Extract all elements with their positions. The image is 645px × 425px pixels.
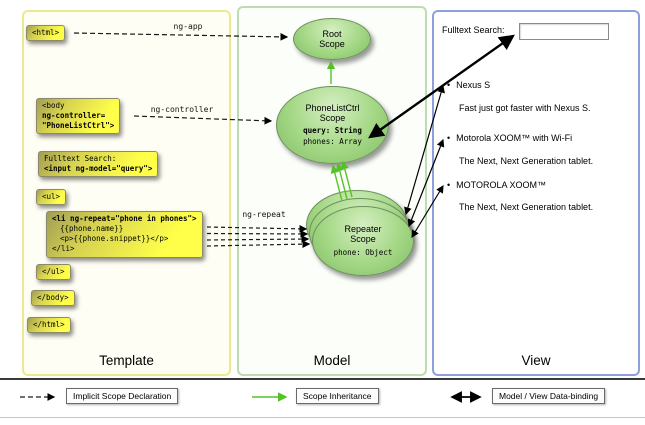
legend-implicit-scope: Implicit Scope Declaration [66, 388, 179, 404]
view-panel: View [432, 10, 640, 376]
code-line: <li ng-repeat="phone in phones"> [52, 214, 197, 223]
code-html-close: </html> [27, 317, 71, 334]
template-panel-label: Template [99, 353, 154, 368]
view-panel-label: View [521, 353, 551, 368]
ctrl-scope-title: PhoneListCtrl [305, 102, 360, 113]
fulltext-search-input[interactable] [519, 23, 609, 40]
code-line: ng-controller= [42, 111, 106, 121]
view-item-title: Nexus S [456, 80, 491, 90]
ctrl-prop-phones: phones: Array [303, 136, 362, 146]
view-item-desc: Fast just got faster with Nexus S. [459, 103, 591, 113]
code-body-open: <body ng-controller= "PhoneListCtrl"> [36, 98, 121, 135]
view-item-desc: The Next, Next Generation tablet. [459, 202, 594, 212]
view-list-item: • MOTOROLA XOOM™ [447, 180, 546, 190]
ctrl-scope-title: Scope [319, 113, 346, 123]
code-line: <p>{{phone.snippet}}</p> [60, 234, 169, 244]
root-scope-title: Scope [319, 39, 345, 49]
code-line: <input ng-model="query"> [44, 164, 153, 174]
legend-scope-inheritance: Scope Inheritance [296, 388, 379, 404]
repeater-prop-phone: phone: Object [333, 247, 393, 257]
code-ul-close: </ul> [36, 264, 71, 281]
double-arrow-icon [450, 391, 482, 403]
view-item-desc: The Next, Next Generation tablet. [459, 156, 594, 166]
view-item-title: Motorola XOOM™ with Wi-Fi [456, 133, 573, 143]
repeater-scope-stack: Repeater Scope phone: Object [306, 190, 414, 276]
repeater-scope-node: Repeater Scope phone: Object [312, 206, 414, 276]
code-line: </li> [52, 244, 75, 254]
ng-app-label: ng-app [173, 22, 203, 31]
code-body-close: </body> [31, 290, 75, 307]
repeater-scope-title: Repeater [344, 223, 382, 234]
bottom-rule [0, 417, 645, 418]
code-ul-open: <ul> [36, 189, 67, 206]
legend-divider [0, 378, 645, 380]
model-panel-label: Model [313, 353, 351, 368]
code-fulltext-search: Fulltext Search: <input ng-model="query"… [38, 151, 159, 178]
root-scope-title: Root [322, 28, 342, 39]
view-list-item: • Motorola XOOM™ with Wi-Fi [447, 133, 572, 143]
ng-controller-label: ng-controller [150, 105, 214, 114]
code-line: "PhoneListCtrl"> [42, 121, 115, 131]
phonelistctrl-scope-node: PhoneListCtrl Scope query: String phones… [276, 86, 389, 164]
ctrl-scope-props: query: String phones: Array [303, 126, 362, 147]
ng-repeat-label: ng-repeat [242, 210, 286, 219]
dashed-arrow-icon [20, 393, 56, 401]
code-line: {{phone.name}} [60, 224, 124, 234]
bullet-icon: • [447, 180, 451, 190]
view-list-item: • Nexus S [447, 80, 490, 90]
legend-data-binding: Model / View Data-binding [492, 388, 606, 404]
code-line: <body [42, 101, 65, 110]
code-html-open: <html> [26, 25, 66, 42]
repeater-scope-title: Scope [350, 234, 376, 245]
root-scope-node: Root Scope [293, 18, 371, 60]
code-li-repeat: <li ng-repeat="phone in phones"> {{phone… [46, 211, 203, 258]
ctrl-prop-query: query: String [303, 126, 362, 136]
bullet-icon: • [447, 133, 451, 143]
bullet-icon: • [447, 80, 451, 90]
green-arrow-icon [252, 392, 288, 402]
view-search-label: Fulltext Search: [442, 25, 505, 35]
view-item-title: MOTOROLA XOOM™ [456, 180, 547, 190]
model-panel: Model [237, 6, 427, 376]
code-line: Fulltext Search: [44, 154, 117, 163]
